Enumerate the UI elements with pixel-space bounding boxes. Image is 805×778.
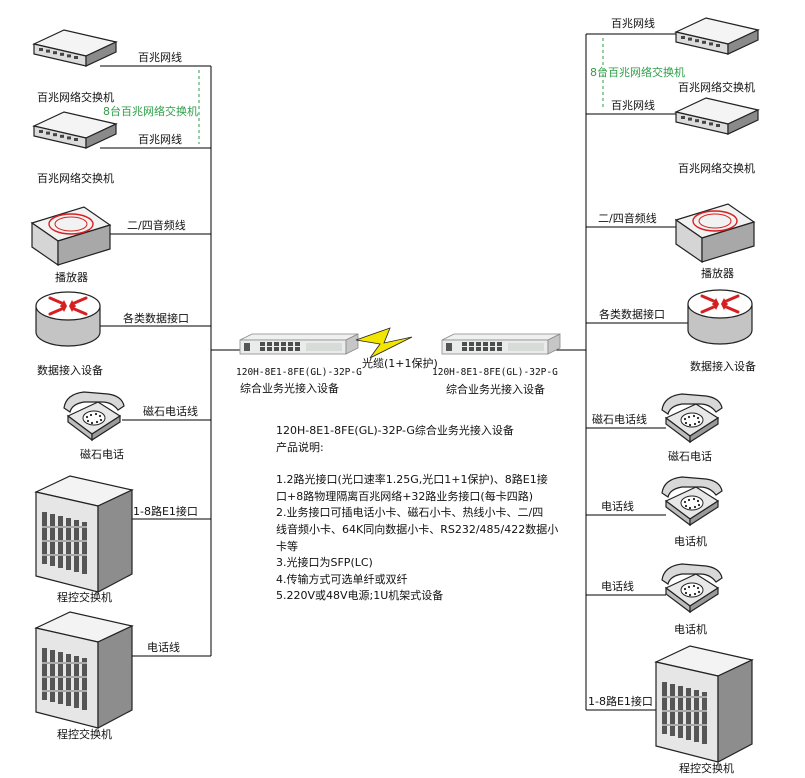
left-link-label-pbx-1: 1-8路E1接口 [133, 505, 198, 518]
description-line: 3.光接口为SFP(LC) [276, 556, 373, 570]
left-caption-pbx-2: 程控交换机 [57, 728, 112, 741]
telephone-icon [661, 476, 723, 526]
fiber-label: 光缆(1+1保护) [362, 357, 438, 370]
right-caption-phone-2: 电话机 [674, 623, 707, 636]
right-caption-pbx: 程控交换机 [679, 762, 734, 775]
description-line: 线音频小卡、64K同向数据小卡、RS232/485/422数据小 [276, 522, 559, 536]
left-caption-switch-2: 百兆网络交换机 [37, 172, 114, 185]
optical-access-unit-left [239, 333, 359, 355]
left-link-label-switch-1: 百兆网线 [138, 51, 182, 64]
router-icon [686, 288, 754, 346]
right-link-label-pbx: 1-8路E1接口 [588, 695, 653, 708]
audio-player-icon [675, 203, 755, 263]
right-caption-router: 数据接入设备 [690, 360, 756, 373]
optical-access-unit-right [441, 333, 561, 355]
description-line: 卡等 [276, 539, 298, 553]
telephone-icon [661, 563, 723, 613]
fiber-lightning-icon [355, 327, 413, 359]
magneto-phone-icon [63, 391, 125, 441]
left-unit-name: 综合业务光接入设备 [240, 382, 339, 395]
description-line: 口+8路物理隔离百兆网络+32路业务接口(每卡四路) [276, 489, 534, 503]
pbx-server-icon [35, 611, 133, 729]
right-switch-count-note: 8台百兆网络交换机 [590, 66, 685, 79]
description-line: 1.2路光接口(光口速率1.25G,光口1+1保护)、8路E1接 [276, 473, 548, 487]
left-link-label-pbx-2: 电话线 [147, 641, 180, 654]
audio-player-icon [31, 206, 111, 266]
left-link-label-magneto-phone: 磁石电话线 [143, 405, 198, 418]
left-caption-player: 播放器 [55, 271, 88, 284]
right-link-label-router: 各类数据接口 [599, 308, 665, 321]
left-caption-pbx-1: 程控交换机 [57, 591, 112, 604]
description-subtitle: 产品说明: [276, 440, 324, 454]
description-title: 120H-8E1-8FE(GL)-32P-G综合业务光接入设备 [276, 424, 514, 437]
right-link-label-magneto-phone: 磁石电话线 [592, 413, 647, 426]
right-caption-switch-2: 百兆网络交换机 [678, 162, 755, 175]
network-switch-icon [675, 17, 759, 55]
right-connection-lines [556, 33, 688, 711]
left-caption-router: 数据接入设备 [37, 364, 103, 377]
left-link-label-switch-2: 百兆网线 [138, 133, 182, 146]
description-line: 2.业务接口可插电话小卡、磁石小卡、热线小卡、二/四 [276, 506, 544, 520]
switch-group-indicators [198, 38, 604, 144]
left-unit-model: 120H-8E1-8FE(GL)-32P-G [236, 367, 362, 378]
right-link-label-phone-1: 电话线 [601, 500, 634, 513]
right-link-label-switch-2: 百兆网线 [611, 99, 655, 112]
magneto-phone-icon [661, 393, 723, 443]
right-link-label-player: 二/四音频线 [598, 212, 657, 225]
product-description: 120H-8E1-8FE(GL)-32P-G综合业务光接入设备 产品说明: 1.… [276, 423, 586, 605]
description-line: 5.220V或48V电源;1U机架式设备 [276, 589, 444, 603]
left-link-label-router: 各类数据接口 [123, 312, 189, 325]
right-caption-switch-1: 百兆网络交换机 [678, 81, 755, 94]
network-switch-icon [33, 29, 117, 67]
description-line: 4.传输方式可选单纤或双纤 [276, 572, 408, 586]
right-unit-name: 综合业务光接入设备 [446, 383, 545, 396]
right-caption-phone-1: 电话机 [674, 535, 707, 548]
left-link-label-player: 二/四音频线 [127, 219, 186, 232]
left-switch-count-note: 8台百兆网络交换机 [103, 105, 198, 118]
router-icon [34, 290, 102, 348]
right-caption-player: 播放器 [701, 267, 734, 280]
left-caption-magneto-phone: 磁石电话 [80, 448, 124, 461]
left-caption-switch-1: 百兆网络交换机 [37, 91, 114, 104]
network-switch-icon [675, 97, 759, 135]
pbx-server-icon [35, 475, 133, 593]
right-caption-magneto-phone: 磁石电话 [668, 450, 712, 463]
right-link-label-switch-1: 百兆网线 [611, 17, 655, 30]
right-unit-model: 120H-8E1-8FE(GL)-32P-G [432, 367, 558, 378]
pbx-server-icon [655, 645, 753, 763]
right-link-label-phone-2: 电话线 [601, 580, 634, 593]
